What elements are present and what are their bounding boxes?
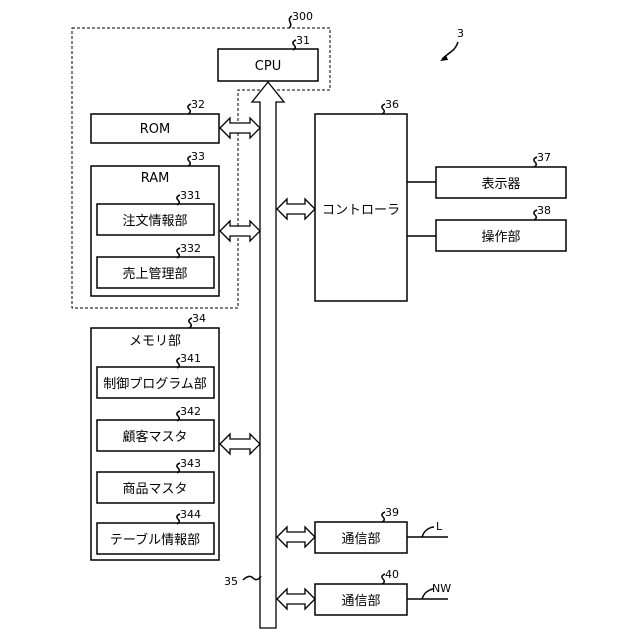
product-master-label: 商品マスタ [122, 482, 187, 497]
rom-bus-arrow [220, 118, 260, 138]
cpu-ref: 31 [296, 34, 310, 47]
control-program-label: 制御プログラム部 [103, 377, 207, 392]
table-info-ref: 344 [180, 508, 201, 521]
ram-label: RAM [141, 171, 170, 186]
table-info-label: テーブル情報部 [110, 532, 200, 548]
operation-ref: 38 [537, 204, 551, 217]
group-300-ref: 300 [292, 10, 313, 23]
memory-ref: 34 [192, 312, 206, 325]
ram-bus-arrow [220, 221, 260, 241]
order-info-ref: 331 [180, 189, 201, 202]
bus-leader [243, 576, 261, 580]
rom-label: ROM [140, 122, 170, 137]
memory-bus-arrow [220, 434, 260, 454]
sales-mgmt-label: 売上管理部 [122, 266, 187, 282]
ram-ref: 33 [191, 150, 205, 163]
memory-label: メモリ部 [129, 334, 181, 349]
comm-40-bus-arrow [277, 589, 315, 609]
comm-40-label: 通信部 [341, 594, 380, 609]
customer-master-label: 顧客マスタ [122, 429, 187, 445]
comm-39-label: 通信部 [341, 532, 380, 547]
order-info-label: 注文情報部 [122, 214, 187, 229]
comm-39-line-leader [422, 527, 434, 537]
display-ref: 37 [537, 151, 551, 164]
controller-label: コントローラ [322, 203, 400, 218]
sales-mgmt-ref: 332 [180, 242, 201, 255]
comm-40-ref: 40 [385, 568, 399, 581]
operation-label: 操作部 [481, 229, 520, 245]
control-program-ref: 341 [180, 352, 201, 365]
figure-ref: 3 [457, 27, 464, 40]
display-label: 表示器 [481, 177, 520, 192]
customer-master-ref: 342 [180, 405, 201, 418]
figure-ref-arrow [442, 42, 458, 59]
comm-39-line-label: L [436, 520, 443, 533]
rom-ref: 32 [191, 98, 205, 111]
bus-ref: 35 [224, 575, 238, 588]
cpu-label: CPU [255, 59, 281, 74]
product-master-ref: 343 [180, 457, 201, 470]
comm-40-line-label: NW [432, 582, 451, 595]
controller-bus-arrow [277, 199, 315, 219]
system-bus [252, 82, 284, 628]
comm-39-ref: 39 [385, 506, 399, 519]
comm-39-bus-arrow [277, 527, 315, 547]
controller-ref: 36 [385, 98, 399, 111]
